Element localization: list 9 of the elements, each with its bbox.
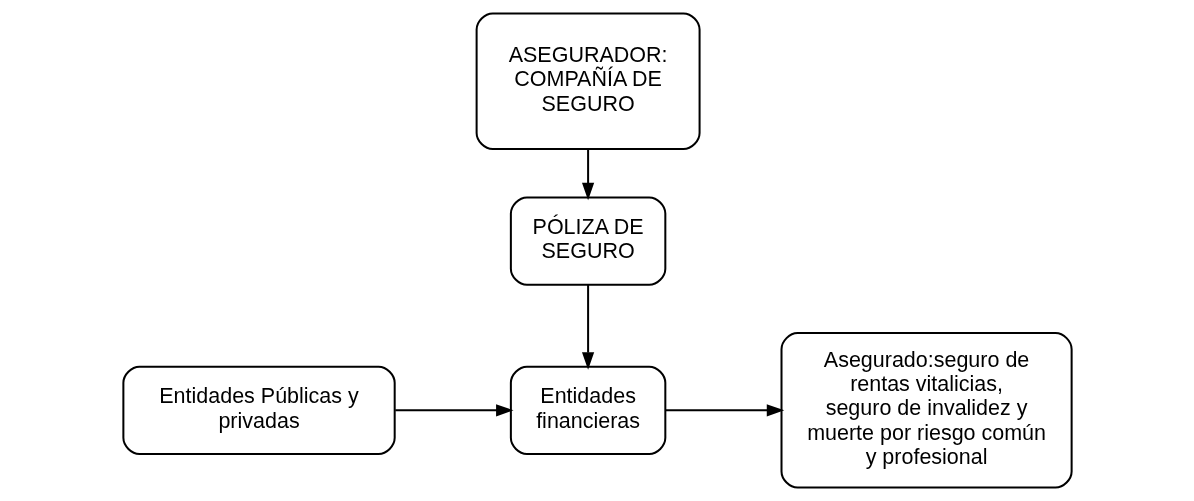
node-box: Entidades Públicas y privadas — [121, 365, 396, 455]
arrow — [581, 149, 594, 201]
node-box: ASEGURADOR: COMPAÑÍA DE SEGURO — [475, 12, 701, 151]
arrow — [394, 404, 514, 417]
node-box: Entidades financieras — [509, 365, 666, 455]
node-box: PÓLIZA DE SEGURO — [509, 196, 666, 286]
node-box: Asegurado:seguro de rentas vitalicias, seguro de invalidez y muerte por riesgo común y profesional — [780, 332, 1073, 489]
arrow — [664, 404, 784, 417]
arrow — [581, 284, 594, 370]
